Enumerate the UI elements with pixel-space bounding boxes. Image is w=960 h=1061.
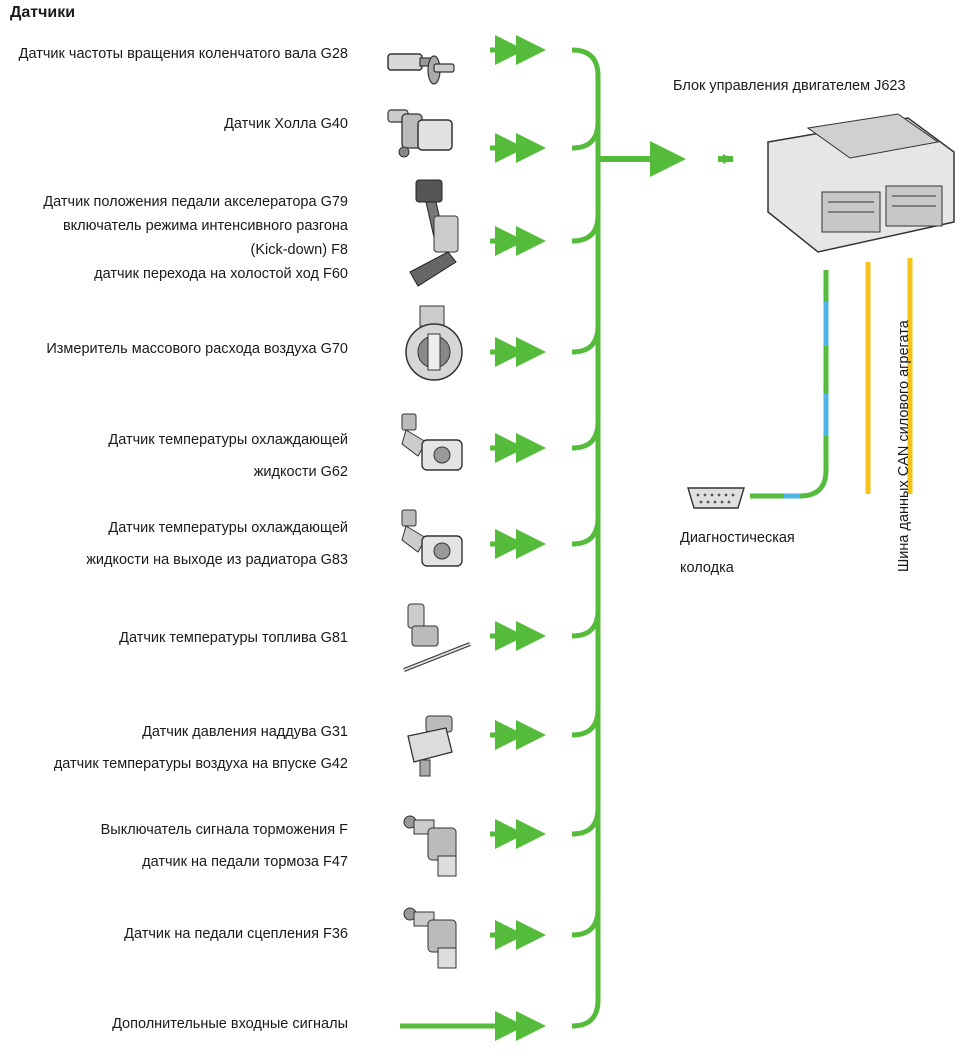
hall-sensor-icon: [387, 109, 453, 158]
sensor-label-g40: Датчик Холла G40: [224, 116, 348, 132]
sensor-label-g79: Датчик положения педали акселератора G79…: [43, 194, 348, 282]
diagnostic-line: [750, 270, 829, 499]
diagnostic-connector-label: Диагностическая колодка: [680, 530, 795, 576]
sensor-label-additional: Дополнительные входные сигналы: [112, 1016, 348, 1032]
sensor-label-g81: Датчик температуры топлива G81: [119, 630, 348, 646]
ecu-label: Блок управления двигателем J623: [673, 78, 906, 94]
air-mass-meter-icon: [405, 305, 463, 381]
sensor-label-f36: Датчик на педали сцепления F36: [124, 926, 348, 942]
obd-connector-icon: [687, 487, 745, 509]
signal-trunk: [571, 47, 601, 1029]
feeder-arrows: [400, 35, 546, 1041]
can-bus-lines: [865, 258, 913, 494]
boost-pressure-sensor-icon: [407, 715, 453, 777]
fuel-temp-sensor-icon: [403, 603, 471, 672]
accelerator-pedal-icon: [409, 179, 459, 287]
brake-switch-icon: [403, 815, 457, 877]
coolant-temp-sensor-icon: [401, 413, 463, 471]
clutch-sensor-icon: [403, 907, 457, 969]
section-title: Датчики: [10, 4, 76, 21]
radiator-outlet-temp-sensor-icon: [401, 509, 463, 567]
sensor-label-g70: Измеритель массового расхода воздуха G70: [46, 341, 348, 357]
engine-control-unit-icon: [767, 113, 955, 253]
crankshaft-sensor-icon: [387, 53, 455, 85]
sensor-label-g28: Датчик частоты вращения коленчатого вала…: [18, 46, 348, 62]
